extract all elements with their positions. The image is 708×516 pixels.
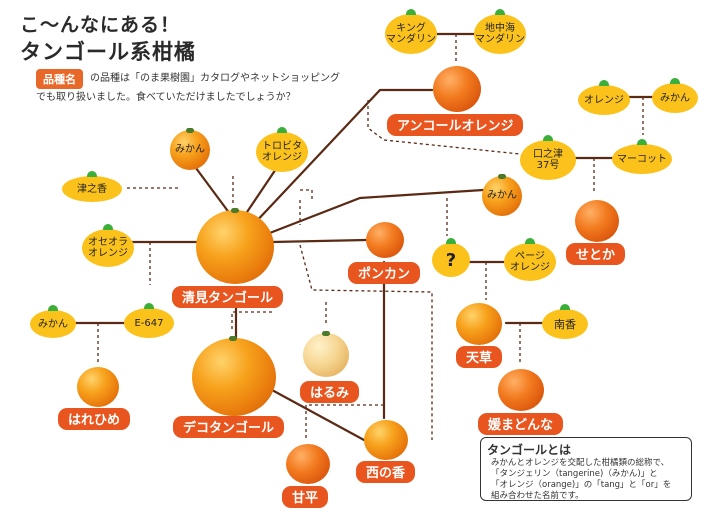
label-setoka: せとか bbox=[566, 243, 625, 265]
bubble-mikan-a: みかん bbox=[652, 83, 698, 113]
nishinokaori-fruit bbox=[364, 420, 408, 460]
stem-icon bbox=[498, 174, 506, 179]
leaf-icon bbox=[446, 238, 456, 244]
leaf-icon bbox=[48, 305, 58, 311]
leaf-icon bbox=[543, 135, 553, 141]
label-harehime: はれひめ bbox=[58, 408, 130, 430]
bubble-king-mandarin: キングマンダリン bbox=[385, 14, 437, 54]
bubble-page-orange: ページオレンジ bbox=[504, 243, 556, 281]
bubble-mediterranean-mandarin: 地中海マンダリン bbox=[474, 14, 526, 54]
bubble-trovita-orange: トロビタオレンジ bbox=[256, 132, 308, 172]
setoka-fruit bbox=[575, 200, 619, 242]
harehime-fruit bbox=[77, 367, 119, 407]
leaf-icon bbox=[525, 238, 535, 244]
bubble-mikan-d: みかん bbox=[30, 310, 76, 338]
bubble-mikan-c: みかん bbox=[482, 185, 522, 205]
tangor-info-box: タンゴールとは みかんとオレンジを交配した柑橘類の総称で、 「タンジェリン（ta… bbox=[480, 437, 692, 501]
info-line3: 「オレンジ（orange)」の「tang」と「or」を bbox=[491, 480, 685, 491]
leaf-icon bbox=[144, 303, 154, 309]
ankor-orange-fruit bbox=[433, 66, 481, 112]
leaf-icon bbox=[87, 171, 97, 177]
label-harumi: はるみ bbox=[300, 381, 359, 403]
amakusa-fruit bbox=[456, 303, 502, 345]
label-ankor-orange: アンコールオレンジ bbox=[387, 114, 523, 136]
bubble-unknown: ? bbox=[432, 243, 470, 277]
bubble-tsunokaori: 津之香 bbox=[62, 176, 122, 202]
kiyomi-fruit bbox=[196, 210, 274, 284]
label-deko-tangor: デコタンゴール bbox=[173, 416, 284, 438]
bubble-nanko: 南香 bbox=[542, 309, 588, 339]
label-ponkan: ポンカン bbox=[348, 262, 420, 284]
leaf-icon bbox=[670, 78, 680, 84]
label-ehime-madonna: 媛まどんな bbox=[478, 413, 563, 435]
label-nishinokaori: 西の香 bbox=[356, 461, 415, 483]
bubble-mikan-b: みかん bbox=[170, 139, 210, 159]
kanpei-fruit bbox=[286, 444, 330, 484]
bubble-orange: オレンジ bbox=[578, 85, 630, 115]
info-heading: タンゴールとは bbox=[487, 441, 685, 458]
info-line2: 「タンジェリン（tangerine)（みかん)」と bbox=[491, 469, 685, 480]
info-line1: みかんとオレンジを交配した柑橘類の総称で、 bbox=[491, 458, 685, 469]
stem-icon bbox=[322, 331, 330, 336]
label-amakusa: 天草 bbox=[456, 346, 502, 368]
dekopon-fruit bbox=[192, 338, 276, 416]
bubble-marcott: マーコット bbox=[612, 144, 672, 174]
leaf-icon bbox=[103, 224, 113, 230]
stem-icon bbox=[231, 208, 239, 213]
stem-icon bbox=[186, 128, 194, 133]
leaf-icon bbox=[406, 9, 416, 15]
leaf-icon bbox=[637, 139, 647, 145]
ehime-madonna-fruit bbox=[498, 369, 544, 411]
bubble-e647: E-647 bbox=[124, 308, 174, 338]
label-kiyomi-tangor: 清見タンゴール bbox=[172, 286, 283, 308]
info-line4: 組み合わせた名前です。 bbox=[491, 491, 685, 502]
stem-icon bbox=[229, 336, 237, 341]
leaf-icon bbox=[277, 127, 287, 133]
leaf-icon bbox=[495, 9, 505, 15]
label-kanpei: 甘平 bbox=[282, 486, 328, 508]
leaf-icon bbox=[560, 304, 570, 310]
bubble-osceola-orange: オセオラオレンジ bbox=[82, 229, 134, 267]
leaf-icon bbox=[599, 80, 609, 86]
ponkan-fruit bbox=[366, 222, 404, 258]
harumi-fruit bbox=[303, 333, 349, 377]
